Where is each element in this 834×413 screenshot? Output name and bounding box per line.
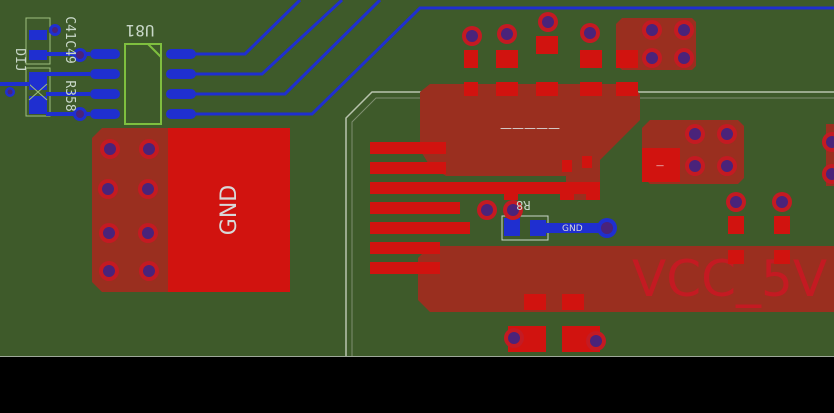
r8-footprint[interactable]: GND R8 [501,198,617,241]
small-pad-label: — [656,161,664,170]
silk-label-r358: R358 [62,80,77,111]
status-bar-area [0,356,834,413]
vcc-5v-zone[interactable]: VCC_5V [418,246,834,312]
r8-refdes: R8 [516,198,530,212]
silk-label-dij: DIJ [12,48,27,71]
silk-label-c49: C49 [62,40,77,63]
pcb-layout[interactable]: GND ————— VCC_5V — [0,0,834,356]
gnd-zone-label: GND [217,185,242,235]
top-pads-row [464,36,790,352]
center-copper-zone[interactable]: ————— [420,84,640,200]
signal-vias [462,12,834,351]
gnd-trace-label: GND [562,224,583,234]
u18-footprint[interactable]: U81 [90,21,196,125]
ic-pads [370,142,600,274]
center-zone-label: ————— [500,121,560,135]
left-small-parts[interactable]: DIJ R358 C49 C41 [0,16,90,121]
small-pad [642,148,680,182]
gnd-zone[interactable]: GND [92,128,290,292]
pcb-board-canvas[interactable]: GND ————— VCC_5V — [0,0,834,356]
gnd-zone-vias [98,139,159,281]
u18-refdes: U81 [126,21,155,40]
silk-label-c41: C41 [62,16,77,39]
